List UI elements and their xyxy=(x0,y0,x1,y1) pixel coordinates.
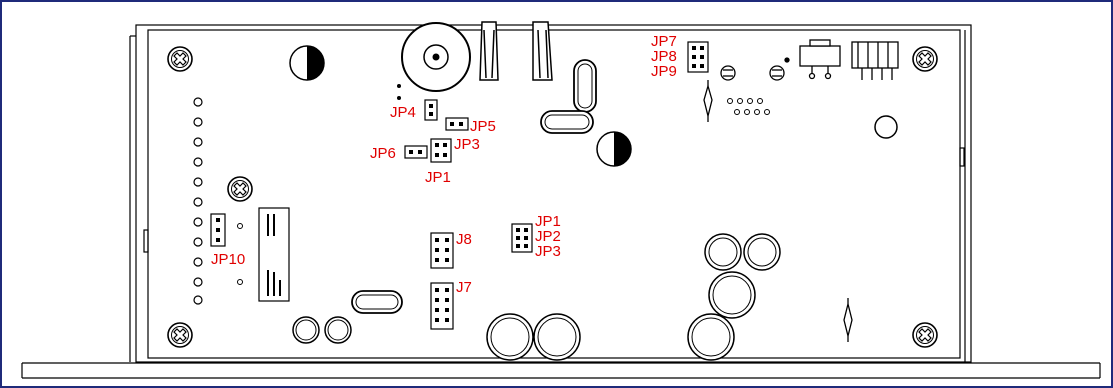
small-dots xyxy=(237,223,243,285)
mounting-screws xyxy=(167,46,938,348)
jp5-header xyxy=(445,117,469,131)
label-j7: J7 xyxy=(456,279,472,296)
screw-icon xyxy=(912,322,938,348)
label-jp10: JP10 xyxy=(211,251,245,268)
label-jp6: JP6 xyxy=(370,145,396,162)
j8-header xyxy=(430,232,454,269)
capacitor-icon xyxy=(596,131,632,167)
diode-icon xyxy=(843,298,853,342)
label-jp7: JP7 xyxy=(651,33,677,50)
jp7-jp9-header xyxy=(687,41,709,73)
terminal-holes xyxy=(193,97,203,305)
screw-icon xyxy=(167,322,193,348)
round-components xyxy=(292,115,898,361)
label-jp5: JP5 xyxy=(470,118,496,135)
trimmers xyxy=(720,57,790,81)
label-jp2-mid: JP2 xyxy=(535,228,561,245)
jp6-header xyxy=(404,145,428,159)
oval-components xyxy=(351,59,597,314)
jp10-header xyxy=(210,213,226,247)
capacitor-icon xyxy=(289,45,325,81)
label-jp1-top: JP1 xyxy=(425,169,451,186)
label-j8: J8 xyxy=(456,231,472,248)
potentiometer-icon xyxy=(401,22,471,92)
screw-icon xyxy=(912,46,938,72)
regulator xyxy=(799,39,841,80)
jp1-jp3-header xyxy=(430,138,452,163)
pin-header-connector xyxy=(851,41,899,80)
jumper-labels: JP7 JP8 JP9 JP4 JP5 JP6 JP3 JP1 JP1 JP2 … xyxy=(211,33,677,296)
jp4-header xyxy=(397,84,438,121)
screw-icon xyxy=(227,176,253,202)
top-connectors xyxy=(479,21,553,81)
jp1-jp3-mid-header xyxy=(511,223,533,253)
label-jp1-mid: JP1 xyxy=(535,213,561,230)
label-jp9: JP9 xyxy=(651,63,677,80)
label-plate xyxy=(258,207,290,302)
screw-icon xyxy=(167,46,193,72)
pad-array xyxy=(727,98,770,115)
base-plate xyxy=(21,362,1101,379)
label-jp3-mid: JP3 xyxy=(535,243,561,260)
label-jp4: JP4 xyxy=(390,104,416,121)
j7-header xyxy=(430,282,454,330)
label-jp3-top: JP3 xyxy=(454,136,480,153)
diode-icon xyxy=(703,80,713,122)
label-jp8: JP8 xyxy=(651,48,677,65)
